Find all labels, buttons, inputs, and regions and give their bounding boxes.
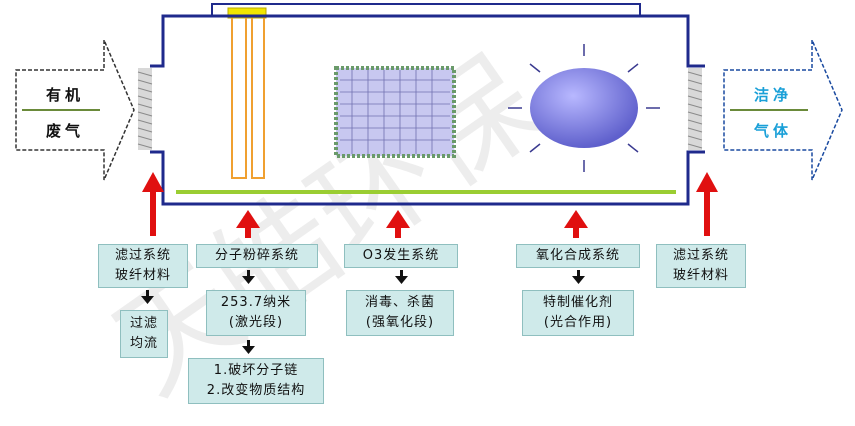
molecular-result-line2: 2.改变物质结构 [206, 383, 306, 398]
oxidation-result-box: 特制催化剂 (光合作用) [522, 290, 634, 336]
filter-left-box: 滤过系统 玻纤材料 [98, 244, 188, 288]
molecular-result-line1: 1.破坏分子链 [213, 363, 299, 378]
oxidation-result-line1: 特制催化剂 [542, 295, 613, 310]
oxidation-line1: 氧化合成系统 [535, 248, 620, 263]
inlet-label-line1: 有机 [45, 86, 84, 104]
filter-right-box: 滤过系统 玻纤材料 [656, 244, 746, 288]
catalyst-sphere [530, 68, 638, 148]
molecular-line1: 分子粉碎系统 [214, 248, 299, 263]
oxidation-result-line2: (光合作用) [543, 315, 613, 330]
ozone-result-line2: (强氧化段) [365, 315, 435, 330]
filter-right-line2: 玻纤材料 [672, 268, 729, 283]
chamber-outline-bottom [150, 150, 705, 206]
uv-lamp-tubes [231, 18, 265, 179]
filter-left-result-box: 过滤 均流 [120, 310, 168, 358]
device-diagram [15, 3, 843, 354]
outlet-label-line1: 洁净 [753, 86, 792, 104]
sphere-rays [508, 44, 660, 172]
outlet-label-line2: 气体 [753, 122, 792, 140]
molecular-wave-box: 253.7纳米 (激光段) [206, 290, 306, 336]
filter-left-line2: 玻纤材料 [114, 268, 171, 283]
green-base-bar [176, 190, 676, 194]
ozone-box: O3发生系统 [344, 244, 458, 268]
inlet-label-line2: 废气 [45, 122, 84, 140]
ozone-result-box: 消毒、杀菌 (强氧化段) [346, 290, 454, 336]
ozone-mesh [334, 66, 456, 158]
molecular-result-box: 1.破坏分子链 2.改变物质结构 [188, 358, 324, 404]
molecular-wave-line2: (激光段) [228, 315, 284, 330]
molecular-wave-line1: 253.7纳米 [220, 295, 292, 310]
filter-left-result-line2: 均流 [129, 336, 158, 351]
red-arrows [142, 172, 718, 238]
ozone-line1: O3发生系统 [362, 248, 440, 263]
filter-left-line1: 滤过系统 [114, 248, 171, 263]
chamber-outline [150, 14, 705, 68]
filter-right-line1: 滤过系统 [672, 248, 729, 263]
black-down-arrows [141, 270, 585, 354]
top-lid [211, 3, 641, 17]
molecular-box: 分子粉碎系统 [196, 244, 318, 268]
filter-left-result-line1: 过滤 [129, 316, 158, 331]
oxidation-box: 氧化合成系统 [516, 244, 640, 268]
ozone-result-line1: 消毒、杀菌 [364, 295, 435, 310]
